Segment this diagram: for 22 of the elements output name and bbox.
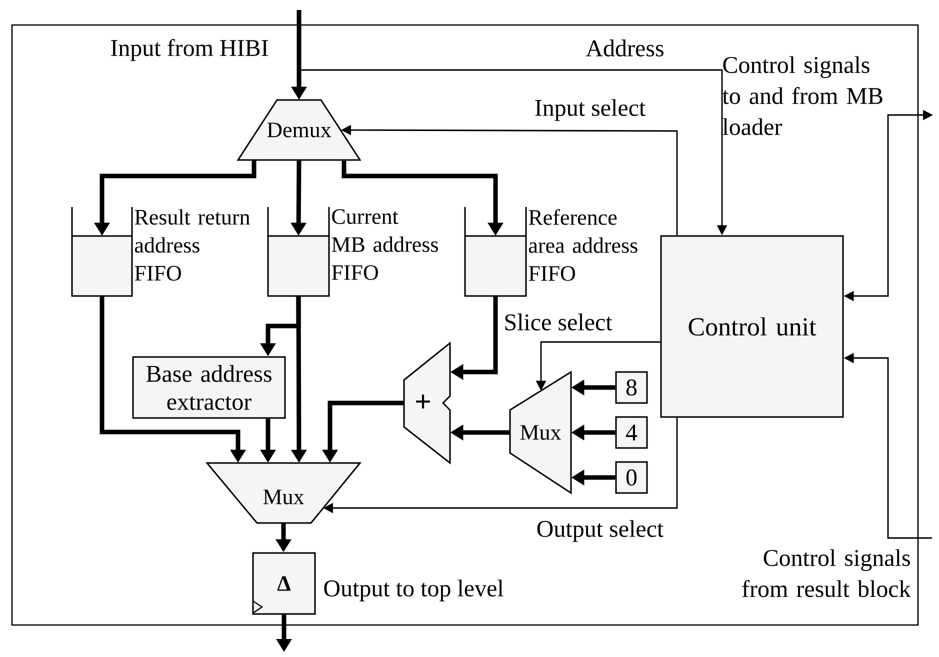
signal-label: Control signals from result block bbox=[742, 549, 911, 598]
signal-label: Address bbox=[586, 40, 664, 56]
signal-label: Input select bbox=[535, 99, 646, 121]
constant-box: 0 bbox=[615, 461, 648, 494]
signal-label: Input from HIBI bbox=[111, 39, 268, 61]
constant-box: 4 bbox=[615, 416, 648, 449]
block-frame bbox=[11, 24, 919, 626]
mux-trapezoid: Mux bbox=[509, 370, 572, 494]
signal-label: Slice select bbox=[505, 314, 612, 330]
fifo-buffer: Reference area address FIFO bbox=[464, 206, 638, 297]
node-label: Reference area address FIFO bbox=[528, 209, 638, 281]
fifo-buffer: Current MB address FIFO bbox=[267, 206, 438, 297]
node-label: Output to top level bbox=[324, 580, 504, 602]
signal-label: Output select bbox=[537, 520, 664, 542]
constant-box: 8 bbox=[615, 371, 648, 404]
process-box: Base address extractor bbox=[132, 356, 286, 419]
signal-label: Control signals to and from MB loader bbox=[722, 56, 882, 136]
node-label: Result return address FIFO bbox=[134, 209, 250, 281]
register-box: Δ Output to top level bbox=[252, 552, 504, 615]
node-label: Current MB address FIFO bbox=[332, 209, 438, 280]
control-box: Control unit bbox=[660, 235, 844, 418]
fifo-buffer: Result return address FIFO bbox=[71, 206, 250, 297]
